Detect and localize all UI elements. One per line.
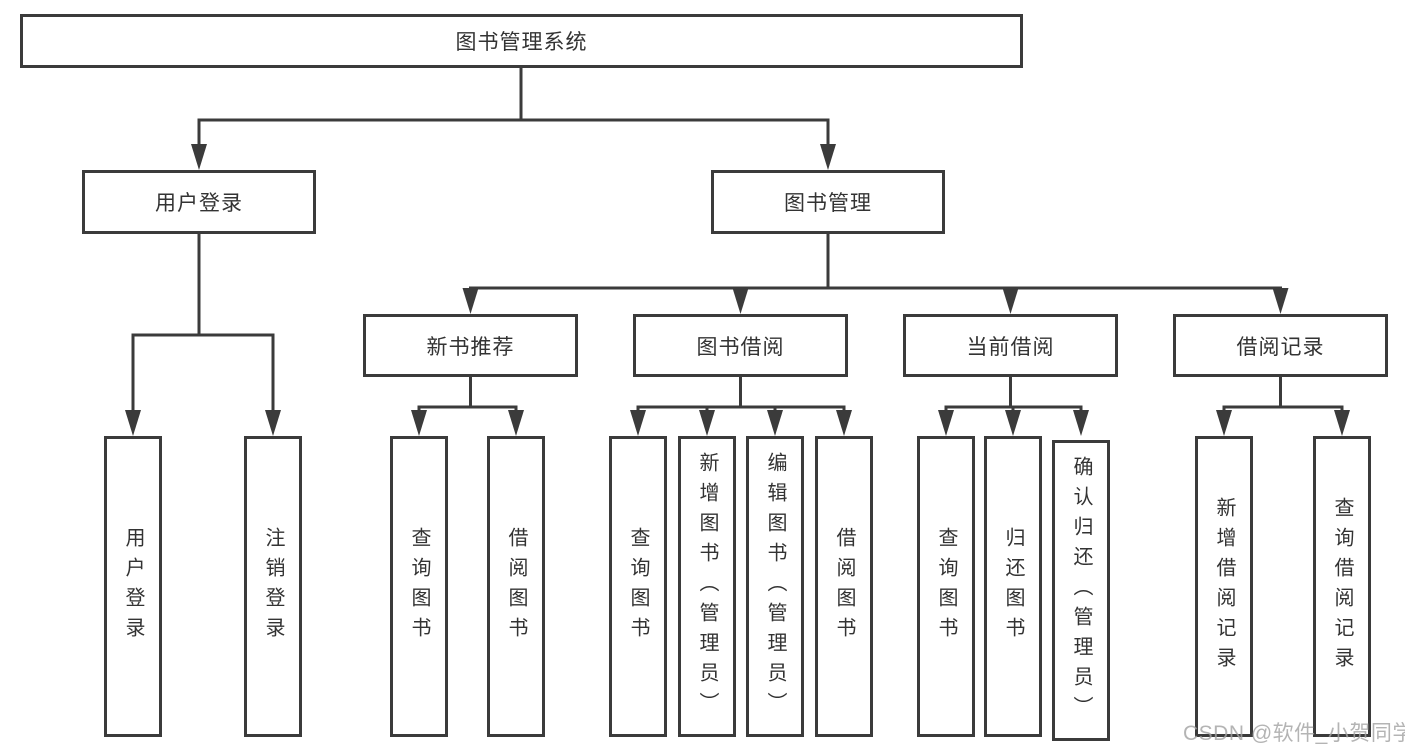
leaf-logout-label: 注销登录	[262, 526, 284, 647]
leaf-bb-edit-book-label: 编辑图书（管理员）	[764, 451, 786, 722]
leaf-br-query-record: 查询借阅记录	[1313, 436, 1371, 737]
connector-borrow-record-to-leaves	[1216, 377, 1350, 436]
leaf-bb-query-book-label: 查询图书	[627, 526, 649, 647]
node-root-label: 图书管理系统	[455, 31, 588, 54]
node-new-book-recommend-label: 新书推荐	[426, 335, 515, 359]
leaf-nb-query-book: 查询图书	[390, 436, 448, 737]
leaf-nb-borrow-book-label: 借阅图书	[505, 526, 527, 647]
node-book-borrow: 图书借阅	[633, 314, 848, 377]
leaf-nb-query-book-label: 查询图书	[408, 526, 430, 647]
node-user-login: 用户登录	[82, 170, 316, 234]
csdn-watermark: CSDN @软件_小贺同学	[1183, 722, 1405, 745]
node-root: 图书管理系统	[20, 14, 1023, 68]
leaf-bb-query-book: 查询图书	[609, 436, 667, 737]
node-new-book-recommend: 新书推荐	[363, 314, 578, 377]
leaf-bb-borrow-book-label: 借阅图书	[833, 526, 855, 647]
leaf-br-add-record: 新增借阅记录	[1195, 436, 1253, 737]
connector-root-to-level2	[191, 67, 836, 170]
connector-current-borrow-to-leaves	[938, 377, 1089, 436]
leaf-logout: 注销登录	[244, 436, 302, 737]
connector-book-borrow-to-leaves	[630, 377, 852, 436]
leaf-bb-add-book: 新增图书（管理员）	[678, 436, 736, 737]
leaf-br-add-record-label: 新增借阅记录	[1213, 496, 1235, 677]
leaf-cb-query-book-label: 查询图书	[935, 526, 957, 647]
connector-user-login-to-leaves	[125, 234, 281, 436]
node-current-borrow-label: 当前借阅	[966, 335, 1055, 359]
node-book-management: 图书管理	[711, 170, 945, 234]
leaf-user-login: 用户登录	[104, 436, 162, 737]
leaf-bb-borrow-book: 借阅图书	[815, 436, 873, 737]
leaf-br-query-record-label: 查询借阅记录	[1331, 496, 1353, 677]
leaf-cb-return-book-label: 归还图书	[1002, 526, 1024, 647]
node-borrow-record: 借阅记录	[1173, 314, 1388, 377]
node-current-borrow: 当前借阅	[903, 314, 1118, 377]
leaf-nb-borrow-book: 借阅图书	[487, 436, 545, 737]
node-borrow-record-label: 借阅记录	[1236, 335, 1325, 359]
node-user-login-label: 用户登录	[155, 192, 243, 215]
node-book-management-label: 图书管理	[784, 192, 872, 215]
connector-new-book-to-leaves	[411, 377, 524, 436]
connector-book-management-to-level3	[462, 234, 1289, 314]
leaf-bb-add-book-label: 新增图书（管理员）	[696, 451, 718, 722]
node-book-borrow-label: 图书借阅	[696, 335, 785, 359]
leaf-cb-confirm-return: 确认归还（管理员）	[1052, 440, 1110, 741]
leaf-user-login-label: 用户登录	[122, 526, 144, 647]
leaf-cb-confirm-return-label: 确认归还（管理员）	[1070, 455, 1092, 726]
leaf-bb-edit-book: 编辑图书（管理员）	[746, 436, 804, 737]
leaf-cb-query-book: 查询图书	[917, 436, 975, 737]
leaf-cb-return-book: 归还图书	[984, 436, 1042, 737]
